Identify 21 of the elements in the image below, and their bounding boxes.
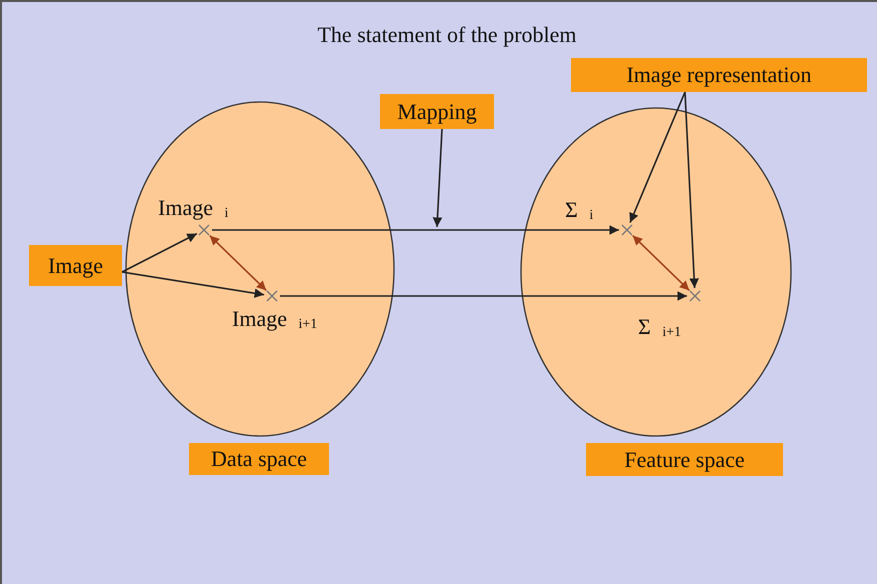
ellipse-region [520,107,792,437]
label-box: Mapping [380,94,494,129]
label-box: Feature space [586,443,783,476]
arrow [212,225,619,235]
point-label: Image $_{i}$ [158,195,228,222]
arrow [122,271,264,298]
arrow [432,128,443,228]
arrow [629,92,686,223]
arrow [209,235,267,291]
label-box: Image [29,245,122,286]
label-box: Image representation [571,58,867,92]
label-box: Data space [189,443,329,475]
point-label: Image $_{i+1}$ [232,306,318,333]
arrow [684,92,699,288]
arrow [632,235,690,291]
arrow [280,291,687,301]
diagram-title: The statement of the problem [316,22,578,48]
point-label: Σ $_{i}$ [565,197,594,224]
ellipse-region [125,101,395,437]
point-label: Σ $_{i+1}$ [638,314,682,341]
arrow [122,232,198,273]
